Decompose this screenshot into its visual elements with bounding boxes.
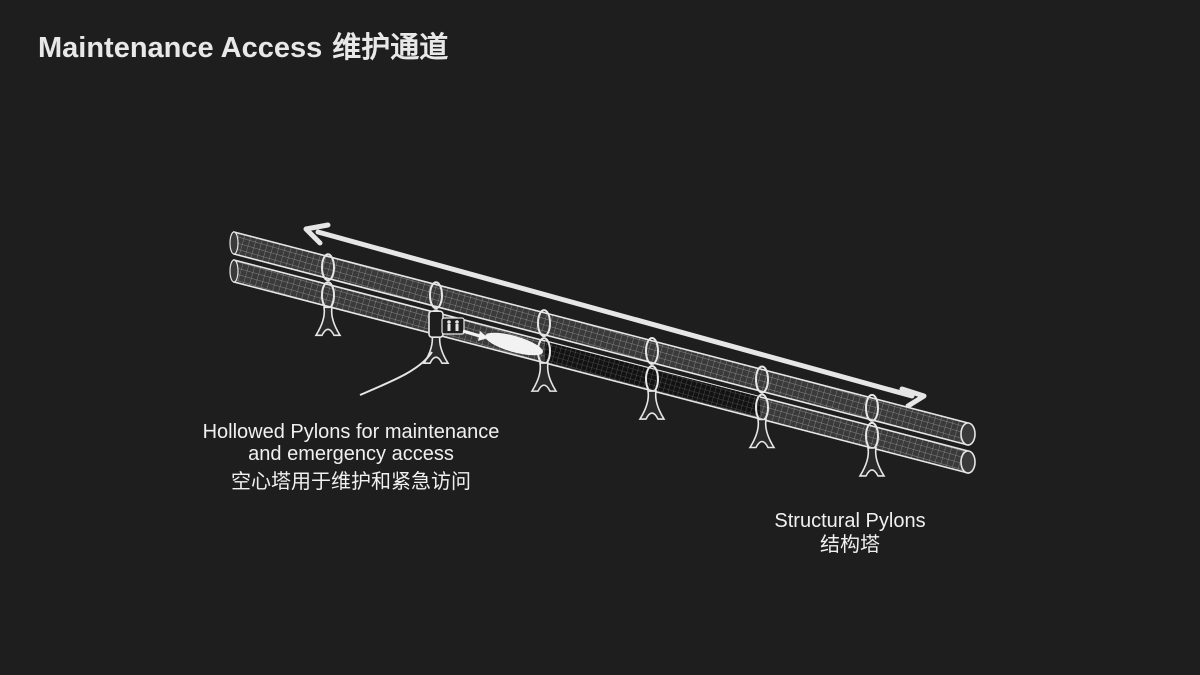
right-arrow-icon: [462, 329, 488, 341]
lower-tube: [229, 258, 976, 475]
hollow-pylons-label: Hollowed Pylons for maintenance and emer…: [196, 421, 506, 493]
tube-end-cap: [960, 450, 976, 474]
pylon-legs: [638, 390, 666, 420]
structural-pylon: [530, 309, 558, 392]
pylon-legs: [314, 306, 342, 337]
tube-start-cap: [229, 259, 239, 283]
pylon-hollow-shaft: [428, 310, 444, 339]
structural-pylons-label-english: Structural Pylons: [774, 510, 926, 532]
pylon-legs: [530, 362, 558, 392]
tube-group: [229, 230, 976, 475]
title-english: Maintenance Access: [38, 32, 323, 64]
structural-pylons-label-chinese: 结构塔: [820, 534, 880, 556]
structural-pylon: [858, 393, 886, 477]
structural-pylons-label: Structural Pylons 结构塔: [740, 510, 960, 556]
upper-tube: [229, 230, 976, 447]
callout-line: [359, 351, 433, 396]
tube-start-cap: [229, 231, 239, 255]
pylon-legs: [748, 418, 776, 449]
pylon-ring-upper: [645, 337, 659, 366]
pod-group: [441, 317, 543, 356]
pylon-group: [314, 253, 886, 477]
pylon-ring-upper: [537, 309, 551, 338]
hollow-pylons-label-chinese: 空心塔用于维护和紧急访问: [231, 471, 471, 493]
title-chinese: 维护通道: [332, 32, 449, 64]
structural-pylon: [748, 365, 776, 449]
page-title: Maintenance Access 维护通道: [38, 24, 448, 66]
hollow-pylons-label-english: Hollowed Pylons for maintenance and emer…: [202, 421, 500, 465]
people-icon: [441, 317, 465, 335]
double-headed-arrow-icon: [303, 222, 927, 409]
tube-end-cap: [960, 422, 976, 446]
pylon-ring-upper: [865, 393, 879, 422]
structural-pylon: [638, 337, 666, 420]
pylon-ring-upper: [429, 281, 443, 310]
tube-cutaway: [545, 341, 760, 417]
capsule-pod-icon: [485, 332, 543, 356]
pylon-ring-upper: [321, 253, 335, 282]
pylon-legs: [858, 447, 886, 477]
structural-pylon: [314, 253, 342, 337]
pylon-ring-upper: [755, 365, 769, 394]
tube-body: [233, 230, 969, 447]
